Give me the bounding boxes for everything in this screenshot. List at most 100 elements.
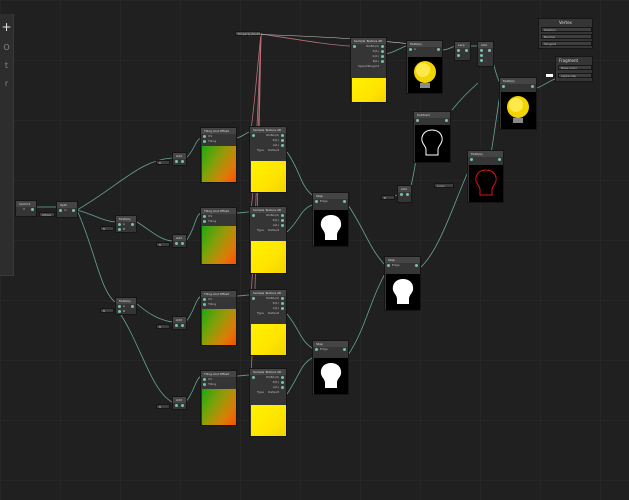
- sample-texture-node[interactable]: Sample Texture 2D RGBA(4) R(1) A(1) Type…: [249, 126, 287, 193]
- add-node[interactable]: Add: [172, 396, 187, 410]
- uv-preview: [202, 389, 236, 425]
- node-title: Tiling And Offset: [201, 128, 236, 134]
- step-node[interactable]: Step Edge: [384, 256, 421, 311]
- field-value[interactable]: Default: [268, 148, 279, 152]
- port-label: B: [123, 227, 126, 231]
- node-title: Sample Texture 2D: [250, 369, 286, 375]
- tiling-offset-node[interactable]: Tiling And Offset UV Tiling: [200, 370, 237, 426]
- value-chip[interactable]: B: [381, 195, 395, 200]
- tiling-offset-node[interactable]: Tiling And Offset UV Tiling: [200, 207, 237, 265]
- node-title: Add: [173, 317, 186, 323]
- port-label: R(1): [272, 138, 279, 142]
- node-title: Sample Texture 2D: [250, 127, 286, 133]
- bulb-outline-icon: [421, 129, 443, 156]
- port-label: Tiling: [208, 139, 217, 143]
- node-title: Subtract: [414, 112, 450, 118]
- tiling-offset-node[interactable]: Tiling And Offset UV Tiling: [200, 127, 237, 183]
- vertex-title: Vertex: [559, 20, 572, 25]
- texture-property-chip[interactable]: Property(Tex2D): [235, 31, 262, 36]
- value-chip[interactable]: B: [156, 242, 170, 247]
- port-label: RGBA(4): [266, 296, 279, 300]
- node-title: Step: [313, 193, 348, 199]
- port-label: UV: [208, 214, 213, 218]
- mask-preview: [314, 210, 348, 246]
- value-chip[interactable]: B: [156, 324, 170, 329]
- multiply-node[interactable]: Multiply A B: [115, 297, 137, 315]
- node-title: Sample Texture 2D: [250, 207, 286, 213]
- add-node[interactable]: Add: [172, 316, 187, 330]
- toolbar-item-r[interactable]: r: [4, 79, 9, 88]
- red-outline-node[interactable]: Multiply: [467, 150, 504, 203]
- vertex-normal[interactable]: Normal: [541, 34, 592, 39]
- node-title: Multiply: [468, 151, 503, 157]
- field-value[interactable]: Default: [268, 228, 279, 232]
- texture-preview: [251, 161, 286, 192]
- vector2-node[interactable]: Vector2 X: [15, 200, 37, 217]
- value-chip[interactable]: B: [156, 160, 170, 165]
- mask-preview: [386, 274, 420, 310]
- value-chip[interactable]: B: [156, 404, 170, 409]
- port-label: Edge: [392, 263, 400, 267]
- field-label: Type: [257, 228, 264, 232]
- node-title: Add: [173, 235, 186, 241]
- port-label: Tiling: [208, 302, 217, 306]
- outline-preview: [415, 125, 450, 162]
- final-preview-node[interactable]: Multiply: [499, 77, 537, 130]
- vertex-block[interactable]: Vertex Position Normal Tangent: [538, 18, 593, 49]
- input-chip[interactable]: Offset: [39, 212, 55, 217]
- port-label: Tiling: [208, 219, 217, 223]
- toolbar-item-t[interactable]: t: [4, 61, 9, 70]
- bulb-icon: [320, 363, 342, 388]
- value-chip[interactable]: B: [100, 226, 114, 231]
- port-label: UV: [208, 134, 213, 138]
- node-title: Tiling And Offset: [201, 291, 236, 297]
- field-value[interactable]: Default: [268, 311, 279, 315]
- vertex-position[interactable]: Position: [541, 27, 592, 32]
- node-title: Sample Texture 2D: [250, 290, 286, 296]
- node-title: Step: [385, 257, 420, 263]
- texture-preview: [352, 78, 386, 102]
- node-title: Add: [398, 186, 411, 192]
- port-label: B: [123, 309, 126, 313]
- add-node[interactable]: Add: [172, 234, 187, 248]
- node-title: Lerp: [455, 42, 470, 48]
- value-chip[interactable]: B: [100, 308, 114, 313]
- multiply-color-node[interactable]: Multiply A: [406, 40, 443, 94]
- node-title: Tiling And Offset: [201, 208, 236, 214]
- color-swatch[interactable]: [546, 74, 553, 77]
- color-property-chip[interactable]: Color: [434, 183, 454, 188]
- fragment-block[interactable]: Fragment Base Color Alpha Clip: [555, 56, 593, 82]
- subtract-node[interactable]: Subtract: [413, 111, 451, 163]
- color-preview: [408, 57, 442, 93]
- node-title: Step: [313, 341, 348, 347]
- toolbar-item-o[interactable]: O: [3, 43, 10, 52]
- fragment-base-color[interactable]: Base Color: [558, 65, 592, 70]
- step-node[interactable]: Step Edge: [312, 192, 349, 247]
- lerp-node[interactable]: Lerp: [454, 41, 471, 61]
- bulb-icon: [320, 215, 342, 240]
- field-label: Type: [257, 311, 264, 315]
- add-node[interactable]: Add: [172, 152, 187, 166]
- field-value[interactable]: Tangent: [367, 64, 379, 68]
- port-label: Edge: [320, 199, 328, 203]
- port-label: R(1): [372, 49, 379, 53]
- port-label: A(1): [272, 306, 279, 310]
- add-node-button[interactable]: +: [1, 20, 12, 34]
- top-sample-texture-node[interactable]: Sample Texture 2D RGBA(4) R(1) G(1) B(1)…: [350, 37, 387, 103]
- field-value[interactable]: Default: [268, 390, 279, 394]
- red-outline-preview: [469, 165, 503, 202]
- tiny-add-node[interactable]: Add: [397, 185, 412, 203]
- vertex-tangent[interactable]: Tangent: [541, 41, 592, 46]
- multiply-node[interactable]: Multiply A B: [115, 215, 137, 233]
- sample-texture-node[interactable]: Sample Texture 2D RGBA(4) R(1) A(1) Type…: [249, 206, 287, 274]
- add-final-node[interactable]: Add: [477, 41, 494, 67]
- split-node[interactable]: Split In: [56, 201, 78, 218]
- step-node[interactable]: Step Edge: [312, 340, 349, 395]
- sample-texture-node[interactable]: Sample Texture 2D RGBA(4) R(1) A(1) Type…: [249, 368, 287, 437]
- sample-texture-node[interactable]: Sample Texture 2D RGBA(4) R(1) A(1) Type…: [249, 289, 287, 356]
- tiling-offset-node[interactable]: Tiling And Offset UV Tiling: [200, 290, 237, 346]
- port-label: UV: [208, 377, 213, 381]
- fragment-alpha-clip[interactable]: Alpha Clip: [558, 73, 592, 78]
- port-label: In: [64, 208, 67, 212]
